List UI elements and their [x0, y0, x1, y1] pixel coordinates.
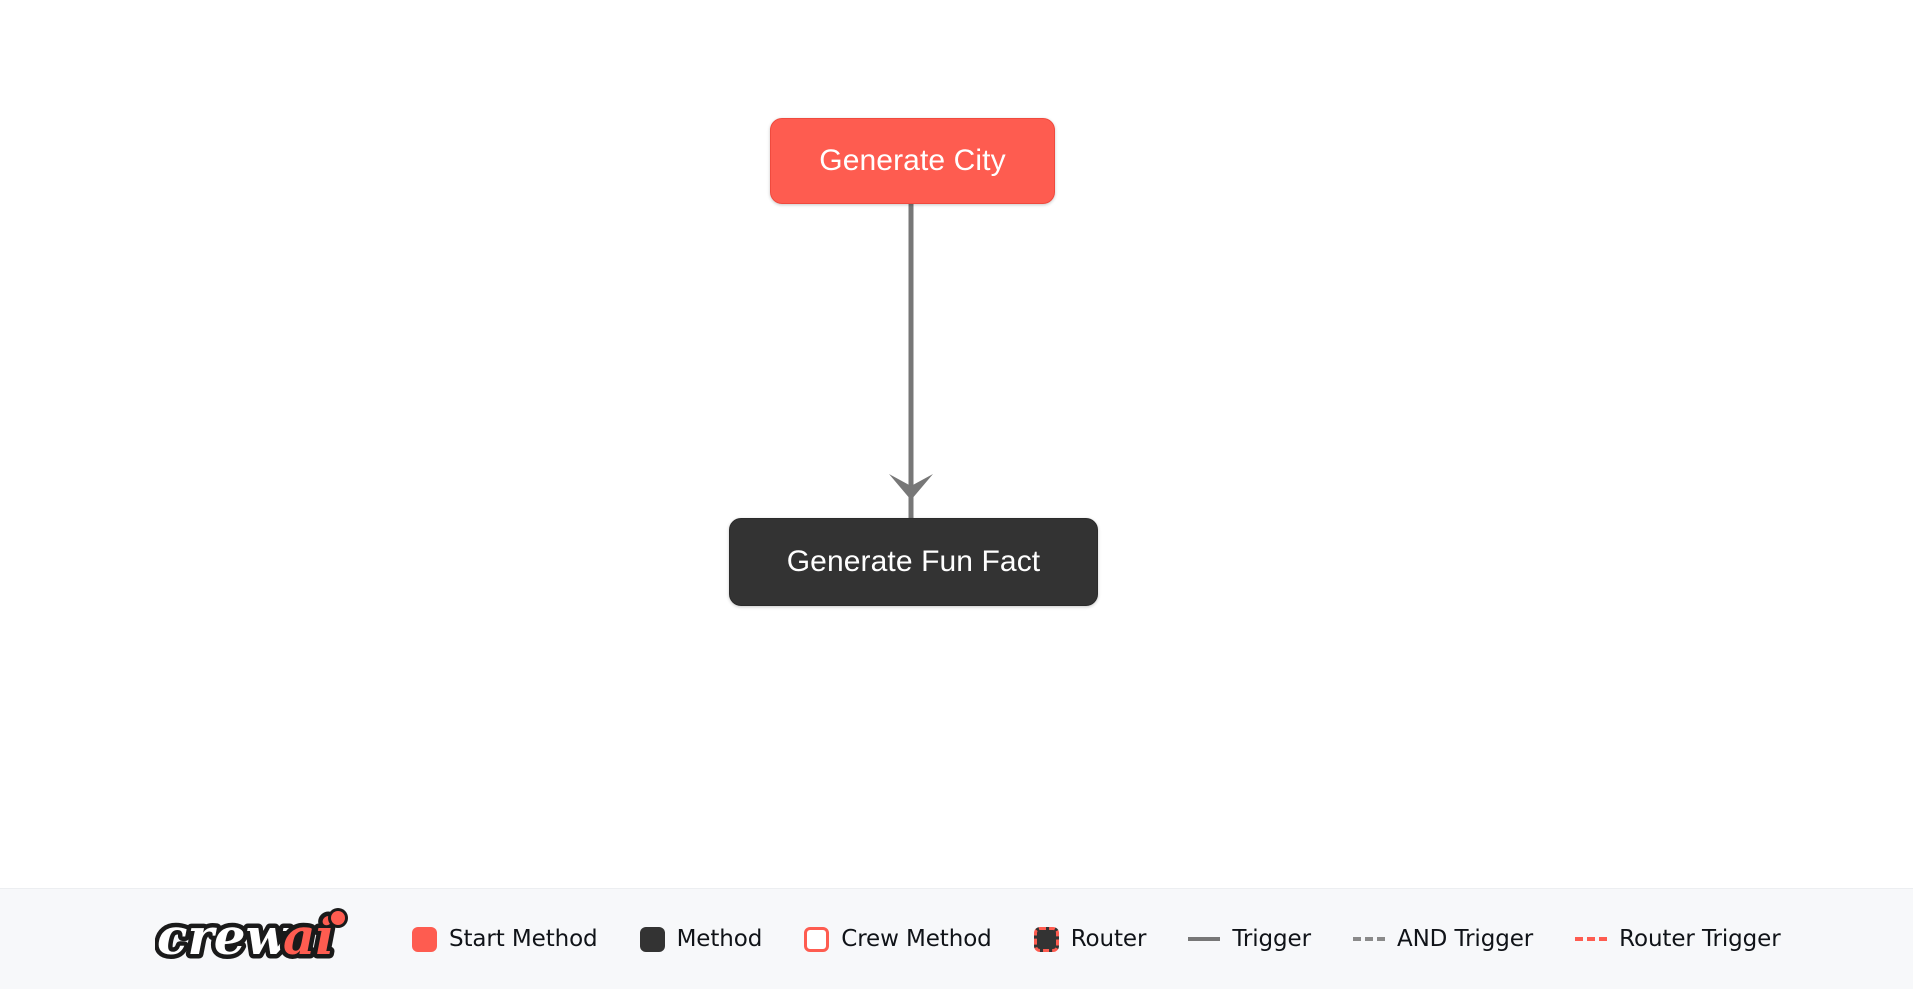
- trigger-line-icon: [1188, 937, 1221, 941]
- logo-crew-fill: crew: [157, 907, 291, 966]
- arrowhead-icon: [889, 474, 933, 500]
- router-trigger-line-icon: [1575, 937, 1608, 941]
- legend-bar: crew crew ai ai Start Method Method Crew…: [0, 888, 1913, 989]
- start-method-swatch-icon: [412, 926, 437, 952]
- method-swatch-icon: [639, 926, 665, 952]
- crew-method-swatch-icon: [804, 926, 830, 952]
- legend-label: Router Trigger: [1619, 926, 1781, 952]
- router-swatch-icon: [1033, 926, 1059, 952]
- flow-canvas[interactable]: Generate City Generate Fun Fact: [0, 0, 1913, 888]
- legend-item-crew-method: Crew Method: [804, 926, 992, 952]
- flow-node-generate-city[interactable]: Generate City: [770, 118, 1055, 204]
- edge-city-to-fun-fact: [889, 204, 933, 520]
- crewai-logo: crew crew ai ai: [155, 907, 348, 969]
- legend-item-method: Method: [639, 926, 763, 952]
- legend-item-trigger: Trigger: [1188, 926, 1311, 952]
- logo-ai-fill: ai: [283, 907, 334, 966]
- legend-label: AND Trigger: [1396, 926, 1534, 952]
- legend-label: Method: [676, 926, 763, 952]
- flow-node-generate-fun-fact[interactable]: Generate Fun Fact: [729, 518, 1098, 606]
- logo-crew-outline: crew: [157, 907, 291, 966]
- legend-label: Start Method: [449, 926, 598, 952]
- and-trigger-line-icon: [1352, 937, 1385, 941]
- legend-label: Router: [1070, 926, 1147, 952]
- legend-label: Crew Method: [841, 926, 992, 952]
- legend-item-and-trigger: AND Trigger: [1352, 926, 1534, 952]
- legend-label: Trigger: [1232, 926, 1311, 952]
- legend-item-router: Router: [1033, 926, 1147, 952]
- legend-item-router-trigger: Router Trigger: [1575, 926, 1781, 952]
- flow-node-label: Generate Fun Fact: [786, 545, 1041, 578]
- logo-dot-icon: [331, 911, 345, 925]
- flow-node-label: Generate City: [819, 144, 1006, 177]
- legend-items: Start Method Method Crew Method Router T…: [412, 926, 1913, 952]
- legend-item-start-method: Start Method: [412, 926, 598, 952]
